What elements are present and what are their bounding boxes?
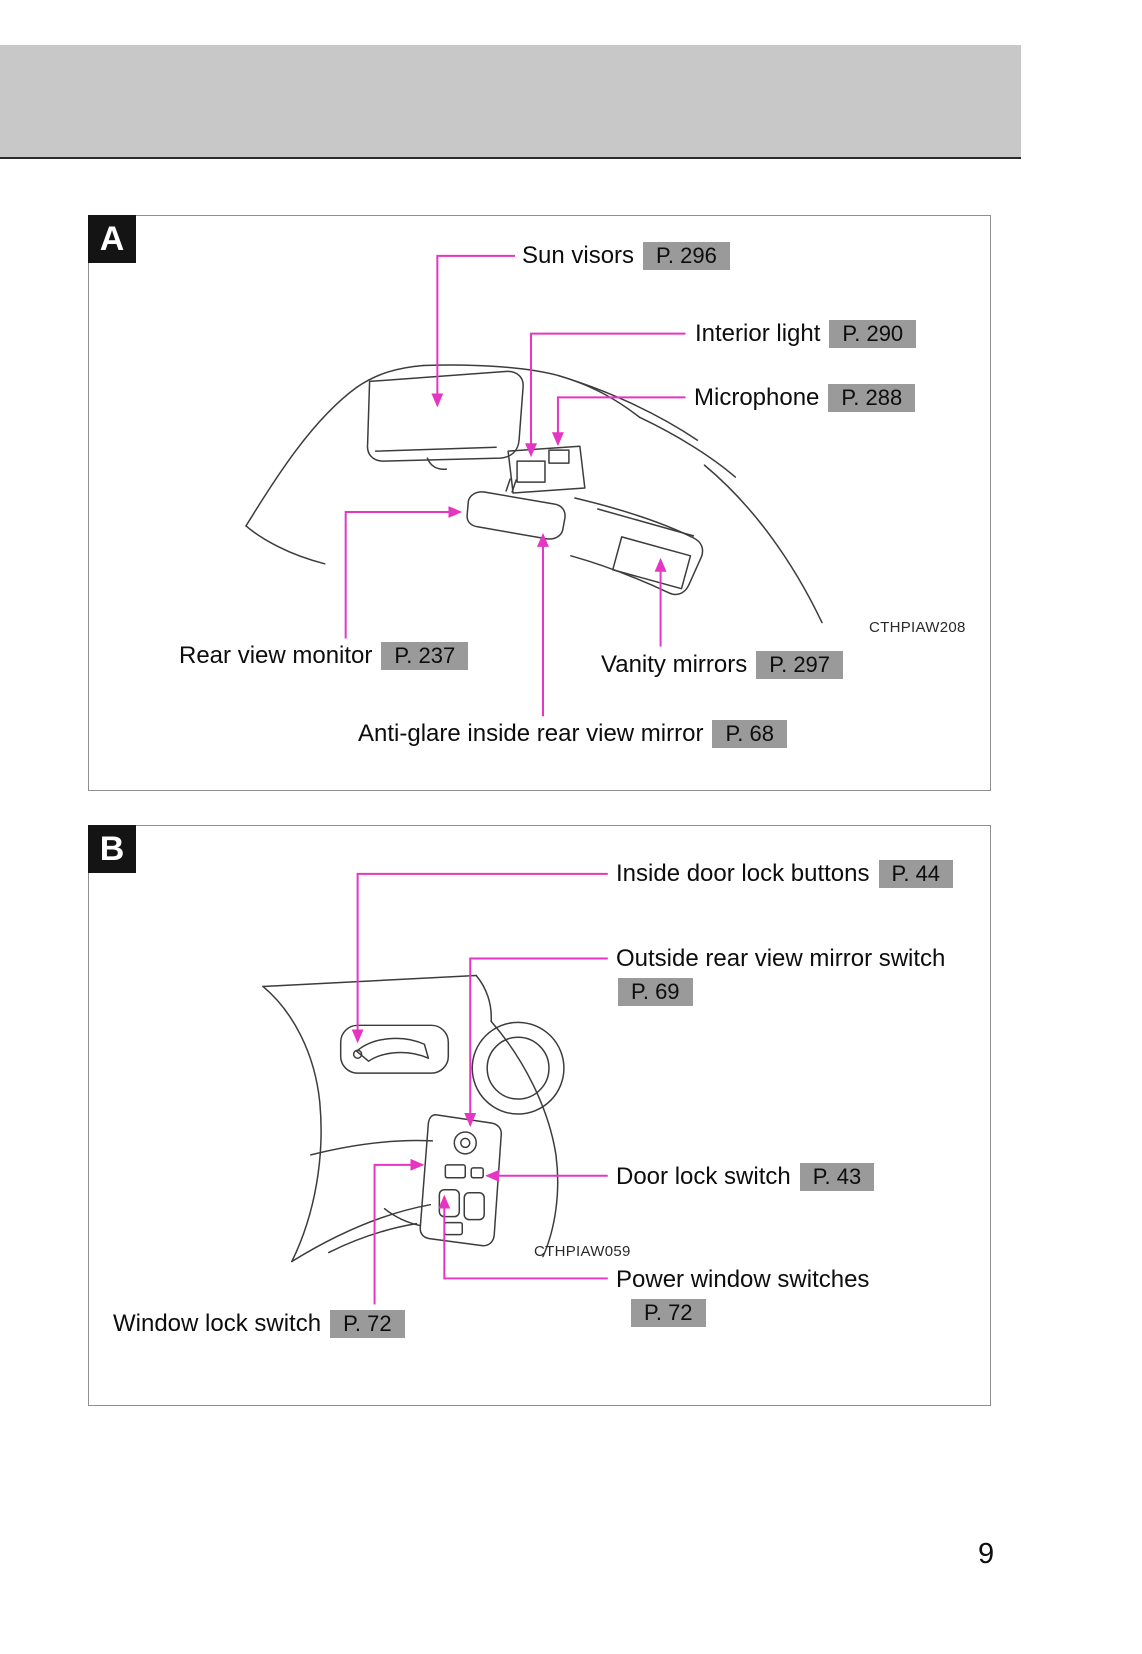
panel-a-callout-lines — [344, 254, 686, 717]
callout-label: Power window switches — [616, 1266, 870, 1293]
callout-line-inside-door-lock-buttons — [351, 872, 608, 1044]
page-ref-badge: P. 288 — [828, 384, 916, 412]
page-ref-badge: P. 72 — [631, 1299, 706, 1327]
roof-interior-illustration — [245, 364, 823, 624]
callout-line-power-window-switches — [438, 1194, 608, 1280]
callout-inside-door-lock-buttons: Inside door lock buttons P. 44 — [616, 859, 954, 889]
callout-label: Inside door lock buttons — [616, 860, 870, 887]
callout-power-window-switches: Power window switches — [616, 1265, 869, 1295]
illustration-code: CTHPIAW208 — [869, 619, 966, 636]
page-ref-badge: P. 290 — [829, 320, 917, 348]
page-ref-badge: P. 43 — [799, 1163, 875, 1191]
callout-line-outside-mirror-switch — [464, 957, 608, 1127]
callout-sun-visors: Sun visors P. 296 — [522, 241, 730, 271]
page-ref-badge: P. 297 — [756, 651, 844, 679]
illustration-code: CTHPIAW059 — [534, 1243, 631, 1260]
callout-outside-mirror-switch: Outside rear view mirror switch — [616, 944, 945, 974]
panel-b-callout-lines — [351, 872, 608, 1305]
callout-interior-light: Interior light P. 290 — [695, 319, 917, 349]
page-number: 9 — [978, 1538, 995, 1570]
page-ref-badge: P. 69 — [618, 978, 693, 1006]
section-header-band — [0, 45, 1021, 159]
callout-line-interior-light — [525, 332, 686, 458]
callout-window-lock-switch: Window lock switch P. 72 — [113, 1309, 405, 1339]
callout-label: Anti-glare inside rear view mirror — [358, 720, 704, 747]
callout-label: Microphone — [694, 384, 820, 411]
page-ref-badge: P. 72 — [330, 1310, 405, 1338]
page-ref-badge: P. 44 — [878, 860, 954, 888]
callout-label: Door lock switch — [616, 1163, 791, 1190]
callout-line-sun-visors — [431, 254, 516, 408]
callout-microphone: Microphone P. 288 — [694, 383, 916, 413]
callout-rear-view-monitor: Rear view monitor P. 237 — [179, 641, 469, 671]
callout-line-rear-view-monitor — [344, 505, 463, 639]
page-ref-badge: P. 296 — [643, 242, 730, 270]
callout-label: Rear view monitor — [179, 642, 373, 669]
page-ref-badge: P. 68 — [712, 720, 787, 748]
callout-door-lock-switch: Door lock switch P. 43 — [616, 1162, 875, 1192]
callout-label: Outside rear view mirror switch — [616, 945, 946, 972]
callout-anti-glare-mirror: Anti-glare inside rear view mirror P. 68 — [358, 719, 787, 749]
page-ref-badge: P. 237 — [381, 642, 469, 670]
callout-label: Sun visors — [522, 242, 635, 269]
panel-a-letter: A — [88, 215, 136, 263]
callout-vanity-mirrors: Vanity mirrors P. 297 — [601, 650, 844, 680]
panel-b-letter: B — [88, 825, 136, 873]
callout-label: Vanity mirrors — [601, 651, 748, 678]
callout-label: Window lock switch — [113, 1310, 322, 1337]
door-panel-illustration — [262, 974, 565, 1263]
panel-a: A — [88, 215, 991, 791]
panel-b: B — [88, 825, 991, 1406]
callout-line-microphone — [551, 396, 686, 447]
callout-line-window-lock-switch — [373, 1158, 425, 1305]
callout-label: Interior light — [695, 320, 821, 347]
